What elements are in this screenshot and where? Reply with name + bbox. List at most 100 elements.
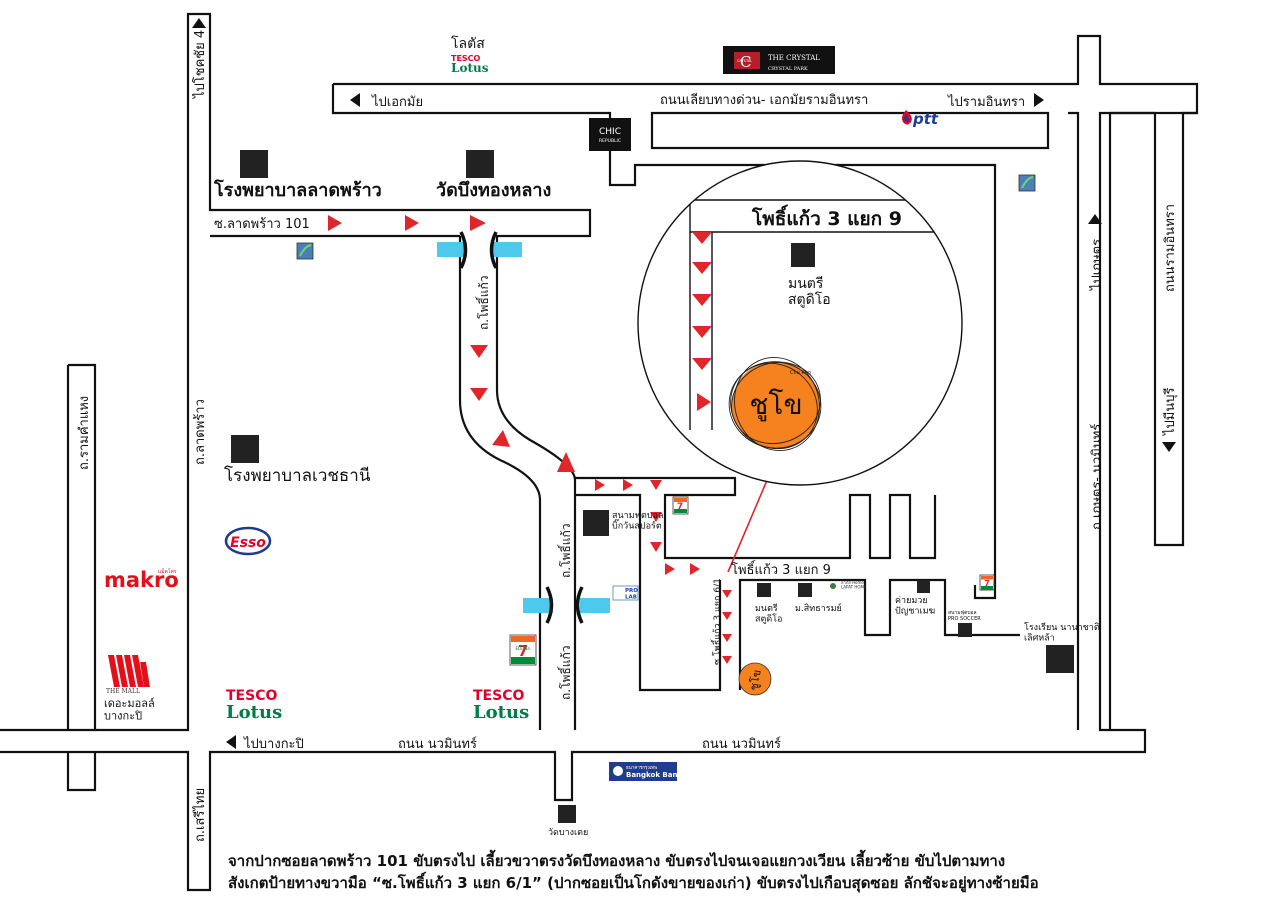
arrow-4 bbox=[470, 345, 488, 358]
lotus-right-word: Lotus bbox=[473, 702, 529, 723]
lotus-top-word: Lotus bbox=[451, 61, 489, 75]
montri-marker bbox=[757, 583, 771, 597]
school-marker bbox=[1046, 645, 1074, 673]
label-ramkhamhaeng: ถ.รามคำแหง bbox=[77, 396, 92, 470]
inset-circle bbox=[637, 160, 963, 486]
inset-destination: ชูโข Chu Kho bbox=[728, 357, 822, 451]
crystal-logo: C CRYSTAL THE CRYSTAL CRYSTAL PARK bbox=[723, 46, 835, 74]
label-to-bangkapi: ไปบางกะปิ bbox=[243, 736, 304, 752]
arrow-16 bbox=[722, 612, 732, 620]
landmark-squares bbox=[231, 150, 1074, 823]
arrow-1 bbox=[328, 215, 342, 231]
label-soi-3-6-1: ซ.โพธิ์แก้ว 3 แยก 6/1 bbox=[710, 578, 723, 665]
kaset-road-right bbox=[1110, 111, 1197, 547]
lotus-left-word: Lotus bbox=[226, 702, 282, 723]
crystal-line1: THE CRYSTAL bbox=[768, 54, 820, 62]
arrow-12 bbox=[650, 542, 662, 552]
arrow-2 bbox=[405, 215, 419, 231]
svg-text:7: 7 bbox=[984, 579, 990, 588]
inset-title: โพธิ์แก้ว 3 แยก 9 bbox=[751, 204, 902, 230]
the-mall-logo: THE MALL เดอะมอลล์บางกะปิ bbox=[104, 655, 155, 723]
sitharom-label: ม.สิทธารมย์ bbox=[795, 602, 842, 614]
minburi-arrow bbox=[1162, 442, 1176, 452]
makro-small: แม็คโคร bbox=[158, 567, 177, 575]
label-phokaew-low: ถ.โพธิ์แก้ว bbox=[557, 646, 573, 701]
destination-small-label: ชูโข bbox=[746, 668, 763, 691]
ptt-logo: ptt bbox=[902, 110, 939, 128]
arrow-11 bbox=[650, 512, 662, 522]
tesco-left-word: TESCO bbox=[226, 688, 277, 704]
arrow-9 bbox=[623, 479, 633, 491]
makro-logo: makro แม็คโคร bbox=[104, 567, 179, 592]
road-network bbox=[0, 12, 1199, 892]
route-arrows bbox=[328, 215, 732, 664]
republic-word: REPUBLIC bbox=[599, 138, 621, 144]
expressway-road bbox=[0, 12, 1199, 892]
tesco-top-word: TESCO bbox=[451, 54, 481, 63]
arrow-10 bbox=[650, 480, 662, 490]
arrow-5 bbox=[470, 388, 488, 401]
arrow-3 bbox=[470, 215, 486, 231]
arrow-13 bbox=[665, 563, 675, 575]
kaset-arrow bbox=[1088, 214, 1102, 224]
lotus-small-logo-2 bbox=[1018, 174, 1036, 192]
seven-eleven-logo-1: 7 bbox=[672, 496, 689, 515]
ladprao-hospital-marker bbox=[240, 150, 268, 178]
inset-map: โพธิ์แก้ว 3 แยก 9 มนตรีสตูดิโอ ชูโข Chu … bbox=[637, 160, 963, 486]
tesco-right-word: TESCO bbox=[473, 688, 524, 704]
directions-line-1: จากปากซอยลาดพร้าว 101 ขับตรงไป เลี้ยวขวา… bbox=[228, 852, 1006, 870]
phokaew-road-left bbox=[458, 236, 542, 730]
label-soi-3-9: โพธิ์แก้ว 3 แยก 9 bbox=[731, 560, 831, 578]
road-labels: ไปเอกมัย ถนนเลียบทางด่วน- เอกมัยรามอินทร… bbox=[77, 30, 1178, 842]
wat-bangdoei-marker bbox=[558, 805, 576, 823]
inset-arrows bbox=[692, 232, 712, 411]
bbl-en: Bangkok Bank bbox=[626, 771, 682, 779]
inset-montri-label: มนตรีสตูดิโอ bbox=[788, 276, 831, 308]
direction-triangles bbox=[192, 18, 1176, 749]
label-to-ekkamai: ไปเอกมัย bbox=[371, 94, 423, 110]
label-nawamin-left: ถนน นวมินทร์ bbox=[398, 736, 477, 752]
lotus-small-logo-1 bbox=[296, 242, 314, 260]
label-ladprao101: ซ.ลาดพร้าว 101 bbox=[214, 217, 310, 232]
chic-word: CHIC bbox=[599, 127, 621, 137]
arrow-15 bbox=[722, 590, 732, 598]
chokchai-arrow bbox=[192, 18, 206, 28]
esso-word: Esso bbox=[230, 535, 266, 551]
makro-word: makro bbox=[104, 568, 179, 592]
soi-junction bbox=[575, 476, 737, 560]
destination-small-circle bbox=[738, 662, 772, 696]
chic-republic-logo: CHIC REPUBLIC bbox=[589, 118, 631, 151]
canal-top-left bbox=[437, 242, 467, 257]
bangkapi-arrow bbox=[226, 735, 236, 749]
ramkhamhaeng-road bbox=[66, 363, 97, 792]
arrow-7 bbox=[557, 452, 575, 472]
destination-small: ชูโข bbox=[738, 662, 772, 696]
label-ladprao-road: ถ.ลาดพร้าว bbox=[193, 399, 208, 465]
vejthani-marker bbox=[231, 435, 259, 463]
football-label-text: สนามฟุตบอลบิ๊กวันสปอร์ต bbox=[612, 511, 663, 531]
canal-low-left bbox=[523, 598, 553, 613]
label-phokaew-mid: ถ.โพธิ์แก้ว bbox=[557, 524, 573, 579]
bridge-rails bbox=[459, 231, 584, 624]
right-service-road bbox=[1068, 111, 1080, 730]
bangkok-bank-logo: ธนาคารกรุงเทพ Bangkok Bank bbox=[609, 762, 682, 781]
label-chokchai4: ไปโชคชัย 4 bbox=[192, 30, 208, 99]
label-to-kaset: ไปเกษตร bbox=[1089, 239, 1105, 291]
montri-label: มนตรีสตูดิโอ bbox=[755, 603, 782, 624]
mall-th: เดอะมอลล์บางกะปิ bbox=[104, 697, 155, 723]
phokaew-road-right bbox=[495, 250, 577, 730]
lotus-top-label: โลตัส bbox=[451, 35, 485, 52]
kaimuay-marker bbox=[917, 580, 930, 593]
inset-montri-marker bbox=[791, 243, 815, 267]
label-nawamin-right: ถนน นวมินทร์ bbox=[702, 736, 781, 752]
esso-logo: Esso bbox=[224, 526, 272, 556]
arrow-6 bbox=[492, 430, 510, 447]
prosoccer-marker bbox=[958, 623, 972, 637]
crystal-line2: CRYSTAL PARK bbox=[768, 66, 808, 72]
